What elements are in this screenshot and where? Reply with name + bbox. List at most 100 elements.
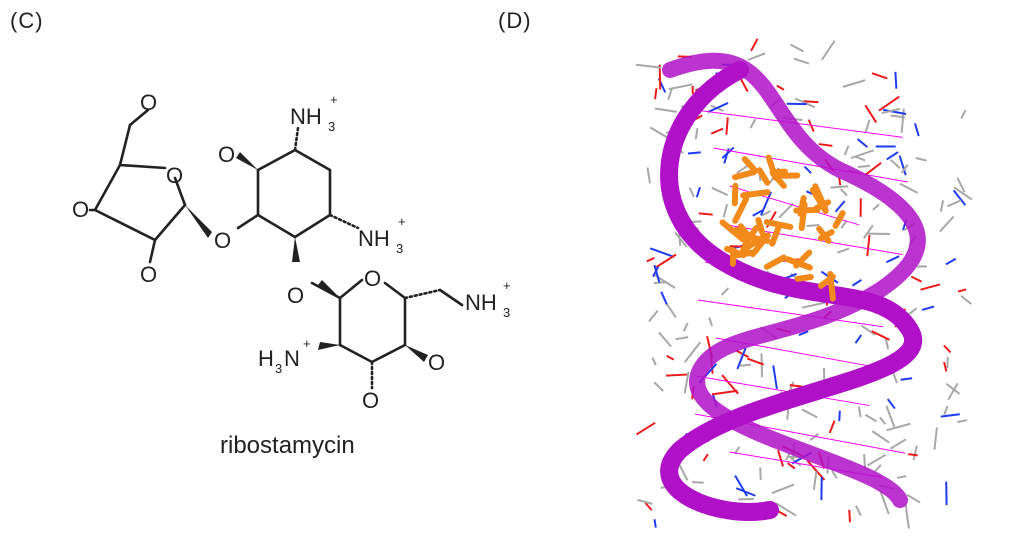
- ligand-stick: [793, 249, 813, 269]
- atom-bond-stick: [776, 84, 785, 91]
- ligand-stick: [719, 219, 747, 243]
- oxygen-atom: O: [428, 350, 445, 375]
- ribostamycin-ligand: [719, 154, 846, 302]
- atom-bond-stick: [897, 474, 907, 479]
- svg-text:3: 3: [396, 241, 403, 256]
- atom-bond-stick: [910, 275, 922, 283]
- atom-bond-stick: [860, 324, 877, 336]
- atom-bond-stick: [886, 422, 911, 432]
- atom-bond-stick: [646, 256, 655, 263]
- atom-bond-stick: [831, 469, 838, 479]
- atom-bond-stick: [801, 301, 826, 309]
- atom-bond-stick: [940, 413, 960, 418]
- atom-bond-stick: [658, 331, 672, 348]
- ligand-stick: [763, 254, 787, 270]
- ligand-stick: [732, 195, 750, 224]
- atom-bond-stick: [702, 453, 709, 462]
- svg-text:N: N: [284, 346, 300, 371]
- svg-text:+: +: [303, 336, 311, 351]
- svg-text:3: 3: [503, 305, 510, 320]
- atom-bond-stick: [635, 421, 656, 436]
- atom-bond-stick: [960, 109, 967, 119]
- atom-bond-stick: [914, 123, 920, 137]
- atom-bond-stick: [653, 381, 664, 392]
- atom-bond-stick: [644, 502, 653, 511]
- atom-bond-stick: [943, 344, 952, 354]
- atom-bond-stick: [915, 157, 927, 162]
- atom-bond-stick: [933, 427, 938, 450]
- oxygen-atom: O: [140, 90, 157, 115]
- atom-bond-stick: [688, 187, 695, 198]
- atom-bond-stick: [653, 281, 667, 285]
- atom-bond-stick: [946, 199, 962, 208]
- oxygen-atom: O: [362, 388, 379, 413]
- atom-bond-stick: [722, 204, 729, 218]
- svg-text:+: +: [330, 92, 338, 107]
- atom-bond-stick: [890, 114, 905, 119]
- atom-bond-stick: [652, 266, 660, 278]
- atom-bond-stick: [666, 303, 677, 319]
- base-pair-line: [721, 223, 903, 255]
- atom-bond-stick: [803, 165, 812, 174]
- atom-bond-stick: [945, 382, 961, 395]
- base-pair-line: [713, 147, 908, 183]
- atom-bond-stick: [898, 155, 907, 176]
- atom-bond-stick: [653, 264, 661, 283]
- atom-bond-stick: [790, 43, 804, 53]
- atom-bond-stick: [836, 247, 850, 254]
- atom-bond-stick: [675, 336, 689, 341]
- panel-label-d: (D): [498, 8, 532, 33]
- ligand-stick: [740, 189, 771, 199]
- atom-bond-stick: [674, 232, 688, 248]
- atom-bond-stick: [884, 338, 890, 350]
- atom-bond-stick: [710, 127, 724, 135]
- atom-bond-stick: [683, 341, 702, 363]
- ammonium-group-methyl: NH 3 +: [465, 278, 511, 320]
- atom-bond-stick: [695, 186, 701, 198]
- svg-text:H: H: [258, 346, 274, 371]
- atom-bond-stick: [786, 462, 796, 470]
- atom-bond-stick: [778, 202, 794, 219]
- atom-bond-stick: [739, 77, 749, 92]
- atom-bond-stick: [749, 118, 757, 129]
- atom-bond-stick: [812, 471, 818, 490]
- atom-bond-stick: [793, 57, 810, 65]
- atom-bond-stick: [865, 162, 882, 176]
- atom-bond-stick: [840, 219, 848, 229]
- atom-bond-stick: [821, 40, 836, 61]
- backbone-ribbon-back: [662, 52, 926, 508]
- glucosamine-ring: [310, 278, 464, 390]
- atom-bond-stick: [957, 288, 967, 293]
- atom-bond-stick: [711, 186, 729, 197]
- atom-bond-stick: [734, 475, 749, 497]
- svg-text:NH: NH: [290, 104, 322, 129]
- ammonium-group-left: H 3 N +: [258, 336, 311, 376]
- ligand-stick: [732, 169, 758, 181]
- svg-text:NH: NH: [358, 226, 390, 251]
- glycosidic-oxygen-atom: O: [214, 228, 231, 253]
- ligand-stick: [756, 167, 771, 186]
- atom-bond-stick: [834, 200, 846, 213]
- atom-bond-stick: [864, 104, 878, 124]
- atom-bond-stick: [694, 128, 699, 140]
- atom-bond-stick: [843, 145, 850, 156]
- atom-bond-stick: [682, 322, 689, 332]
- base-pair-line: [697, 299, 883, 328]
- atom-bond-stick: [863, 224, 874, 239]
- atom-bond-stick: [885, 405, 896, 428]
- atom-bond-stick: [736, 347, 747, 370]
- atom-bond-stick: [894, 71, 898, 89]
- atom-bond-stick: [908, 453, 918, 457]
- atom-bond-stick: [838, 177, 842, 186]
- ammonium-group-top: NH 3 +: [290, 92, 338, 134]
- atom-bond-stick: [667, 88, 673, 100]
- ligand-stick: [797, 195, 807, 217]
- panel-label-c: (C): [10, 8, 44, 33]
- atom-bond-stick: [801, 408, 818, 419]
- atom-bond-stick: [874, 464, 882, 472]
- atom-bond-stick: [871, 330, 890, 341]
- oxygen-atom: O: [72, 197, 89, 222]
- ring-oxygen-atom: O: [166, 163, 183, 188]
- atom-bond-stick: [904, 503, 910, 529]
- svg-text:3: 3: [328, 119, 335, 134]
